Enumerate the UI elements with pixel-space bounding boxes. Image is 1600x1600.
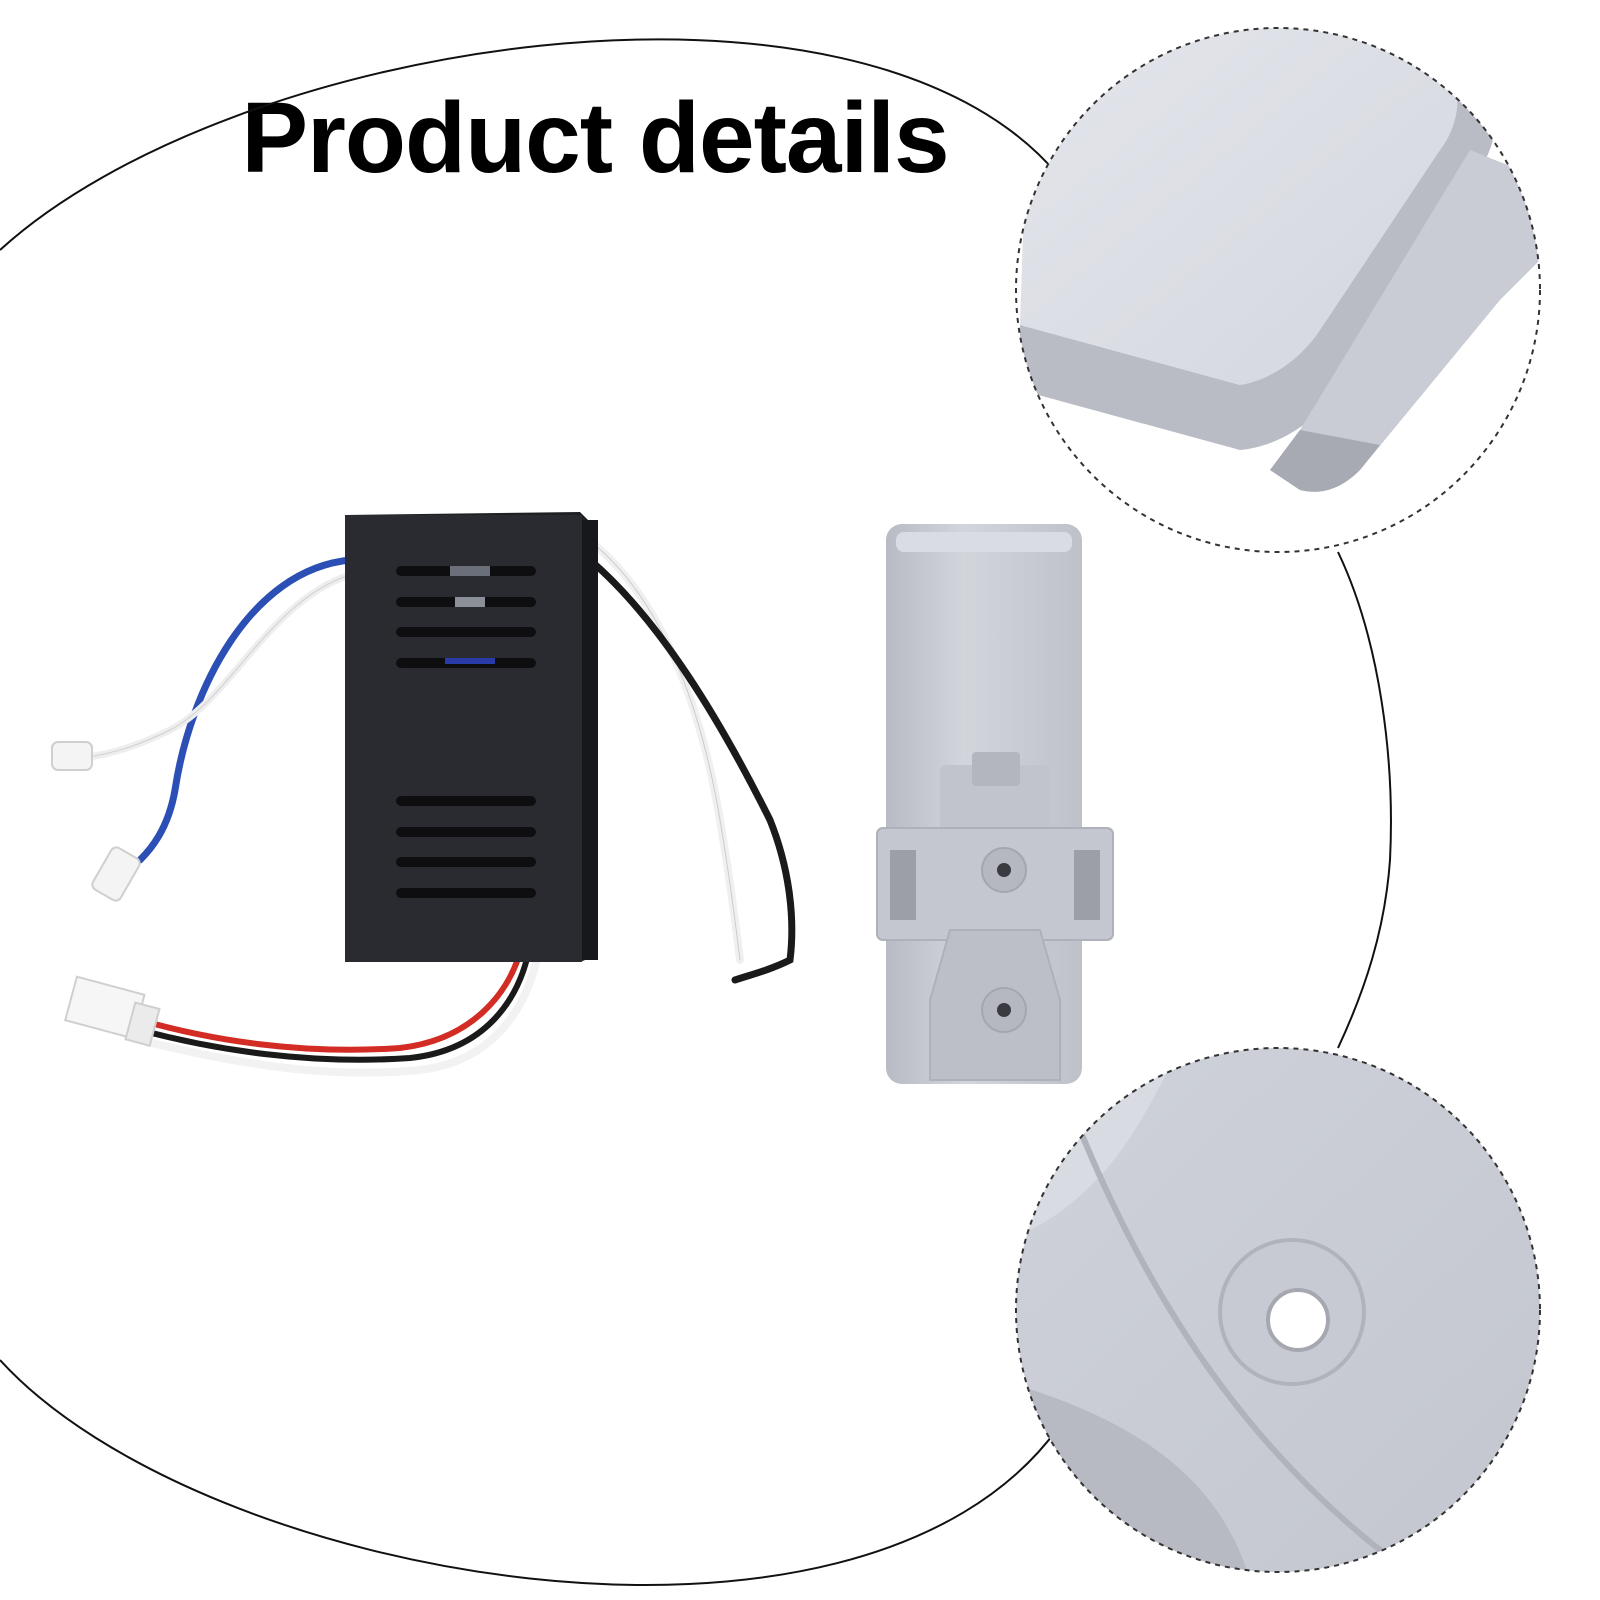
- receiver-box: [345, 515, 582, 962]
- remote-holder: [876, 524, 1114, 1084]
- zoom-holder-edge: [1015, 27, 1541, 553]
- zoom-screw-hole: [1015, 1047, 1541, 1573]
- vent-slots-bottom: [396, 796, 536, 898]
- connector-white-left: [51, 741, 93, 771]
- zoom-hole: [1266, 1288, 1330, 1352]
- wire-bundle: [76, 541, 796, 1077]
- connector-blue-left: [91, 846, 141, 902]
- receiver-module: [51, 512, 796, 1077]
- connector-plug-bottom: [64, 975, 161, 1047]
- page-title: Product details: [241, 82, 949, 194]
- holder-inner-panel: [940, 765, 1050, 845]
- large-outline-circle: [0, 38, 1392, 1586]
- holder-clip-tab: [972, 752, 1020, 786]
- vent-slots-top: [396, 566, 536, 668]
